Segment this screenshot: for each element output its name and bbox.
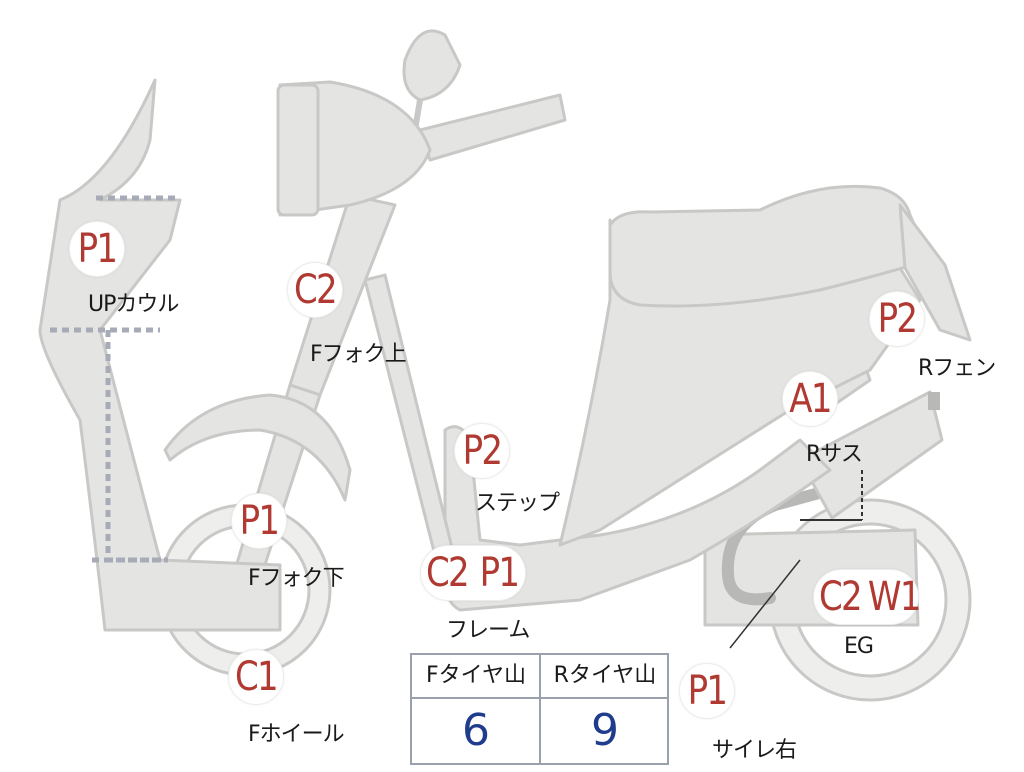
header-front-tire: Fタイヤ山	[412, 655, 540, 699]
label-step: ステップ	[475, 491, 560, 516]
value-front-tire: 6	[462, 705, 490, 756]
leg-shield	[38, 78, 282, 632]
code-frame-1: C2	[426, 550, 470, 596]
code-muffler-right: P1	[687, 668, 728, 714]
muffler	[798, 390, 944, 520]
label-up-cowl: UPカウル	[88, 292, 179, 317]
table-divider	[539, 655, 541, 763]
label-frame: フレーム	[446, 618, 530, 643]
marker-r-suspension[interactable]	[783, 372, 837, 426]
code-f-wheel: C1	[235, 654, 279, 700]
label-r-fender: Rフェン	[918, 356, 996, 381]
marker-muffler-right[interactable]	[680, 664, 734, 718]
code-engine-1: C2	[819, 574, 863, 620]
rear-fender	[898, 203, 972, 342]
frame-tube	[363, 273, 457, 577]
marker-f-fork-lower[interactable]	[232, 494, 286, 548]
header-rear-tire: Rタイヤ山	[541, 655, 669, 699]
marker-engine[interactable]	[814, 570, 918, 624]
tire-tread-table: Fタイヤ山 Rタイヤ山 6 9	[410, 653, 669, 765]
code-step: P2	[462, 428, 503, 474]
muffler-leader	[729, 559, 801, 649]
front-fender	[163, 393, 352, 502]
marker-f-fork-upper[interactable]	[288, 263, 342, 317]
handlebar	[418, 93, 567, 162]
value-rear-tire: 9	[591, 705, 619, 756]
marker-up-cowl[interactable]	[70, 222, 124, 276]
headlight	[276, 83, 320, 217]
label-engine: EG	[844, 634, 874, 659]
code-f-fork-upper: C2	[294, 267, 338, 313]
code-up-cowl: P1	[77, 226, 118, 272]
code-f-fork-lower: P1	[239, 498, 280, 544]
code-r-suspension: A1	[789, 376, 832, 422]
label-r-suspension: Rサス	[806, 442, 863, 467]
label-muffler-right: サイレ右	[712, 738, 797, 763]
marker-r-fender[interactable]	[870, 292, 924, 346]
code-frame-2: P1	[479, 550, 520, 596]
label-f-fork-upper: Fフォク上	[310, 342, 407, 367]
mirror	[402, 29, 462, 102]
marker-f-wheel[interactable]	[229, 650, 283, 704]
label-f-wheel: Fホイール	[248, 722, 345, 747]
muffler-tip	[928, 392, 940, 410]
label-f-fork-lower: Fフォク下	[248, 566, 345, 591]
code-r-fender: P2	[877, 296, 918, 342]
marker-step[interactable]	[455, 424, 509, 478]
code-engine-2: W1	[867, 574, 922, 620]
marker-frame[interactable]	[421, 546, 525, 600]
